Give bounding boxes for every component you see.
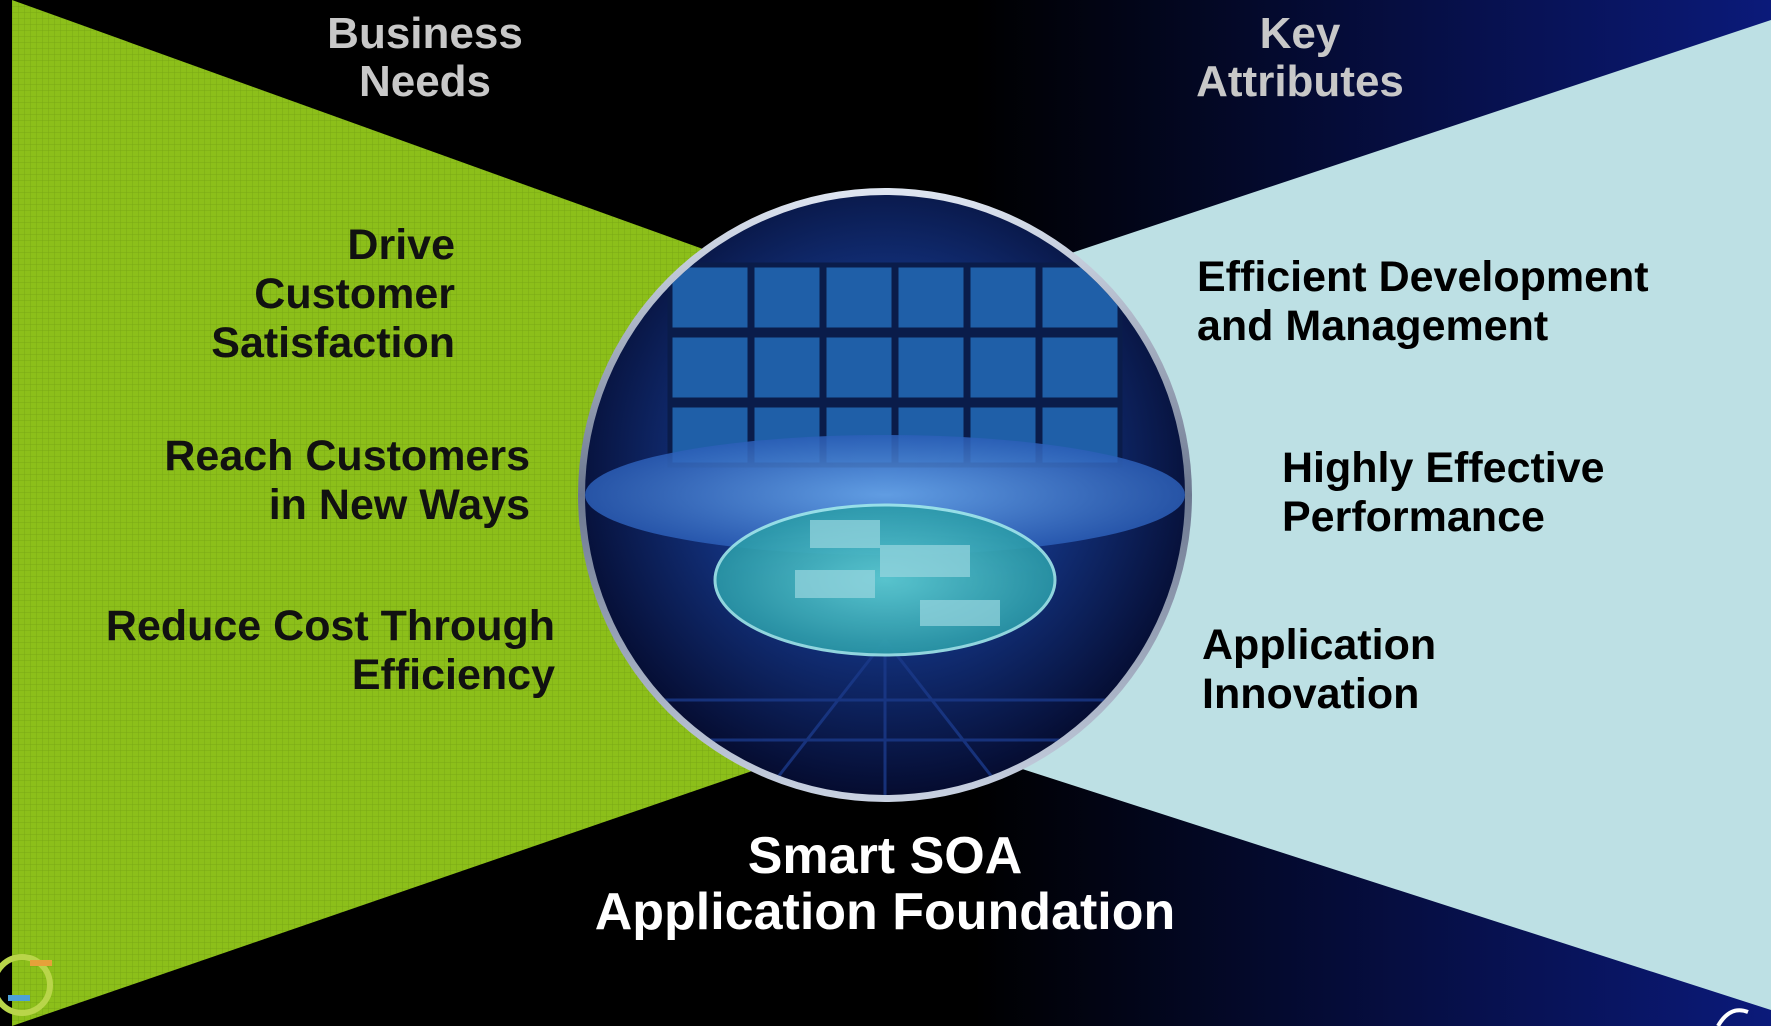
ibm-logo-icon: [0, 954, 53, 1016]
attr-efficient-development: Efficient Development and Management: [1197, 253, 1649, 350]
key-attributes-header: Key Attributes: [1196, 9, 1404, 106]
need-reach-customers: Reach Customers in New Ways: [164, 432, 530, 529]
attr-application-innovation: Application Innovation: [1202, 621, 1437, 718]
business-needs-header: Business Needs: [327, 9, 523, 106]
soa-globe: [578, 188, 1192, 802]
monitor-wall: [667, 262, 1123, 468]
attr-highly-effective-performance: Highly Effective Performance: [1282, 444, 1605, 541]
lower-disc: [713, 503, 1057, 657]
need-drive-customer-satisfaction: Drive Customer Satisfaction: [211, 221, 455, 367]
smart-soa-caption: Smart SOA Application Foundation: [594, 827, 1176, 941]
upper-disc: [585, 435, 1185, 555]
key-attributes-panel: [870, 20, 1771, 1010]
business-needs-panel: [12, 0, 900, 1026]
need-reduce-cost: Reduce Cost Through Efficiency: [105, 602, 555, 699]
page-corner-icon: [1716, 1008, 1749, 1026]
